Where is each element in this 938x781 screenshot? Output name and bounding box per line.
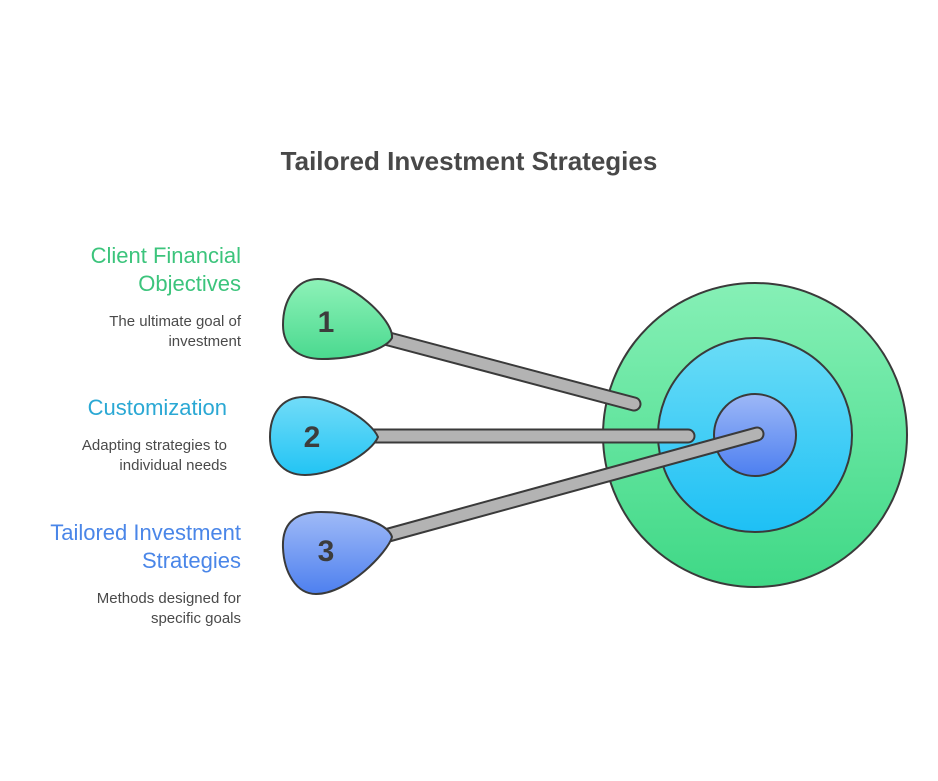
item-1-desc-line2: investment (168, 333, 241, 350)
item-3-title: Tailored Investment Strategies (50, 519, 241, 575)
item-3-desc-line2: specific goals (150, 610, 241, 627)
item-3-title-line1: Tailored Investment (50, 520, 241, 545)
item-2-desc-line2: individual needs (119, 457, 227, 474)
item-2-description: Adapting strategies to individual needs (82, 436, 227, 476)
marker-2: 2 (268, 395, 380, 477)
item-1-title-line1: Client Financial (90, 243, 241, 268)
item-1-title: Client Financial Objectives (91, 242, 241, 298)
item-1-title-line2: Objectives (138, 271, 241, 296)
marker-1: 1 (281, 277, 394, 361)
item-2-title: Customization (88, 394, 227, 422)
page-title: Tailored Investment Strategies (280, 146, 658, 176)
item-2-title-line1: Customization (87, 395, 227, 420)
marker-2-number: 2 (304, 421, 321, 454)
marker-3: 3 (281, 510, 394, 596)
item-1-description: The ultimate goal of investment (109, 312, 241, 352)
dart-rod-3 (377, 426, 765, 544)
marker-1-number: 1 (318, 306, 335, 339)
dart-rod-1 (377, 330, 642, 412)
item-2-desc-line1: Adapting strategies to (81, 437, 227, 454)
item-3-title-line2: Strategies (141, 548, 241, 573)
marker-3-number: 3 (318, 535, 335, 568)
item-1-desc-line1: The ultimate goal of (109, 313, 241, 330)
item-3-description: Methods designed for specific goals (97, 589, 241, 629)
item-3-desc-line1: Methods designed for (96, 590, 241, 607)
